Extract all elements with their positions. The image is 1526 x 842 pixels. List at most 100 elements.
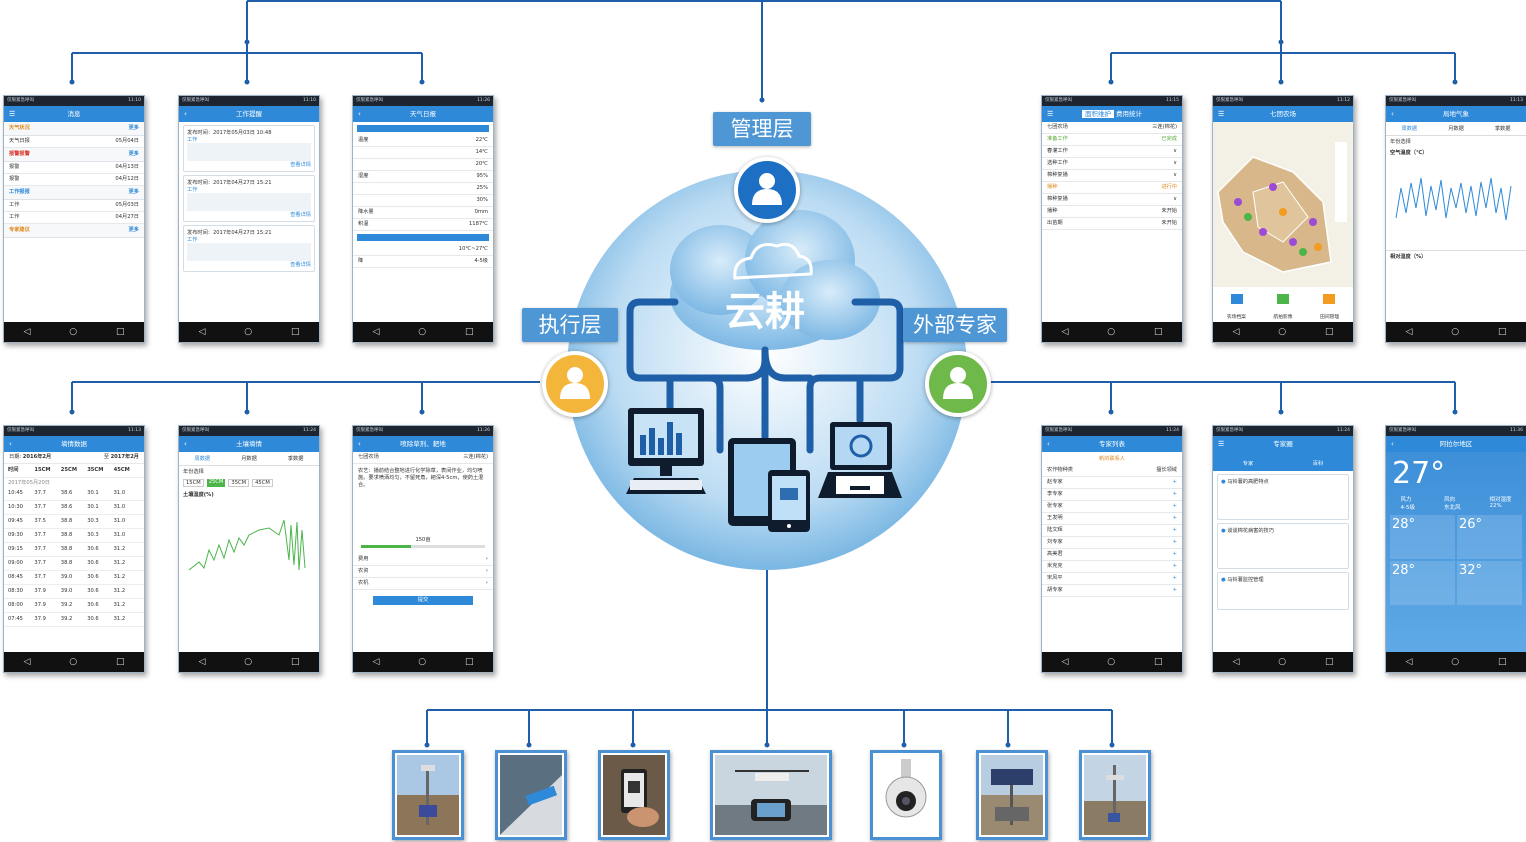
expert-list-item[interactable]: 刘专家+	[1042, 537, 1182, 549]
expert-name: 李专家	[1047, 491, 1063, 497]
expert-name: 陆文辉	[1047, 527, 1063, 533]
soil-cell: 37.9	[34, 588, 46, 594]
soil-cell: 30.1	[87, 490, 99, 496]
expert-list-item[interactable]: 王发明+	[1042, 513, 1182, 525]
soil-cell: 30.6	[87, 602, 99, 608]
soil-cell: 09:45	[8, 518, 23, 524]
expert-list-item[interactable]: 李专家+	[1042, 489, 1182, 501]
soil-cell: 38.8	[60, 546, 73, 552]
farm-map[interactable]	[1213, 122, 1353, 322]
soil-cell: 30.3	[87, 518, 99, 524]
field-monitor-photo	[1079, 750, 1151, 840]
expert-name: 刘专家	[1047, 539, 1063, 545]
management-user-icon	[734, 157, 800, 223]
expert-name: 高美君	[1047, 551, 1063, 557]
expert-list-item[interactable]: 高美君+	[1042, 549, 1182, 561]
soil-cell: 30.6	[87, 574, 99, 580]
submit-button[interactable]: 提交	[373, 596, 473, 605]
expert-name: 赵专家	[1047, 479, 1063, 485]
soil-cell: 39.2	[60, 616, 73, 622]
soil-cell: 31.0	[113, 504, 126, 510]
expert-list-item[interactable]: 宋风平+	[1042, 573, 1182, 585]
soil-cell: 37.7	[34, 560, 46, 566]
soil-table-row: 10:30 37.7 38.6 30.1 31.0	[4, 501, 144, 515]
expert-name: 宋风平	[1047, 575, 1063, 581]
camera-photo	[870, 750, 942, 840]
soil-cell: 39.2	[60, 602, 73, 608]
execution-label: 执行层	[522, 308, 618, 342]
drone-photo	[710, 750, 832, 840]
soil-cell: 08:30	[8, 588, 23, 594]
soil-cell: 31.2	[113, 546, 126, 552]
soil-cell: 39.0	[60, 588, 73, 594]
soil-cell: 37.9	[34, 602, 46, 608]
soil-cell: 30.3	[87, 532, 99, 538]
soil-table-row: 10:45 37.7 38.6 30.1 31.0	[4, 487, 144, 501]
expert-list-item[interactable]: 赵专家+	[1042, 477, 1182, 489]
soil-cell: 30.6	[87, 616, 99, 622]
soil-table-row: 09:30 37.7 38.8 30.3 31.0	[4, 529, 144, 543]
soil-cell: 39.0	[60, 574, 73, 580]
execution-user-icon	[542, 351, 608, 417]
expert-label: 外部专家	[903, 308, 1007, 342]
soil-cell: 31.2	[113, 574, 126, 580]
soil-cell: 10:30	[8, 504, 23, 510]
soil-cell: 09:30	[8, 532, 23, 538]
soil-cell: 37.9	[34, 616, 46, 622]
soil-cell: 30.6	[87, 588, 99, 594]
soil-cell: 07:45	[8, 616, 23, 622]
soil-cell: 08:45	[8, 574, 23, 580]
expert-name: 米克克	[1047, 563, 1063, 569]
soil-cell: 38.6	[60, 490, 73, 496]
expert-list-item[interactable]: 米克克+	[1042, 561, 1182, 573]
soil-cell: 31.0	[113, 518, 126, 524]
soil-cell: 37.7	[34, 532, 46, 538]
soil-cell: 31.0	[113, 532, 126, 538]
monitor-icon	[626, 408, 706, 494]
soil-cell: 31.0	[113, 490, 126, 496]
soil-cell: 09:15	[8, 546, 23, 552]
soil-cell: 31.2	[113, 560, 126, 566]
soil-cell: 38.8	[60, 560, 73, 566]
laptop-icon	[818, 422, 902, 498]
expert-name: 张专家	[1047, 503, 1063, 509]
central-hub: 云耕	[567, 170, 967, 570]
soil-table-row: 09:00 37.7 38.8 30.6 31.2	[4, 557, 144, 571]
soil-sensor-photo	[495, 750, 567, 840]
logo-cloud-icon	[733, 242, 813, 280]
soil-cell: 38.8	[60, 518, 73, 524]
expert-list-item[interactable]: 张专家+	[1042, 501, 1182, 513]
soil-cell: 30.1	[87, 504, 99, 510]
expert-name: 胡专家	[1047, 587, 1063, 593]
soil-cell: 38.8	[60, 532, 73, 538]
soil-cell: 38.6	[60, 504, 73, 510]
soil-cell: 37.7	[34, 574, 46, 580]
soil-cell: 10:45	[8, 490, 23, 496]
expert-name: 王发明	[1047, 515, 1063, 521]
management-label: 管理层	[713, 112, 811, 146]
soil-cell: 37.7	[34, 490, 46, 496]
soil-cell: 37.7	[34, 504, 46, 510]
soil-cell: 30.6	[87, 560, 99, 566]
soil-cell: 30.6	[87, 546, 99, 552]
expert-list-item[interactable]: 陆文辉+	[1042, 525, 1182, 537]
soil-cell: 09:00	[8, 560, 23, 566]
expert-user-icon	[925, 351, 991, 417]
expert-list-item[interactable]: 胡专家+	[1042, 585, 1182, 597]
solar-station-photo	[976, 750, 1048, 840]
menu-icon[interactable]: ☰	[9, 110, 16, 118]
weather-station-photo	[392, 750, 464, 840]
